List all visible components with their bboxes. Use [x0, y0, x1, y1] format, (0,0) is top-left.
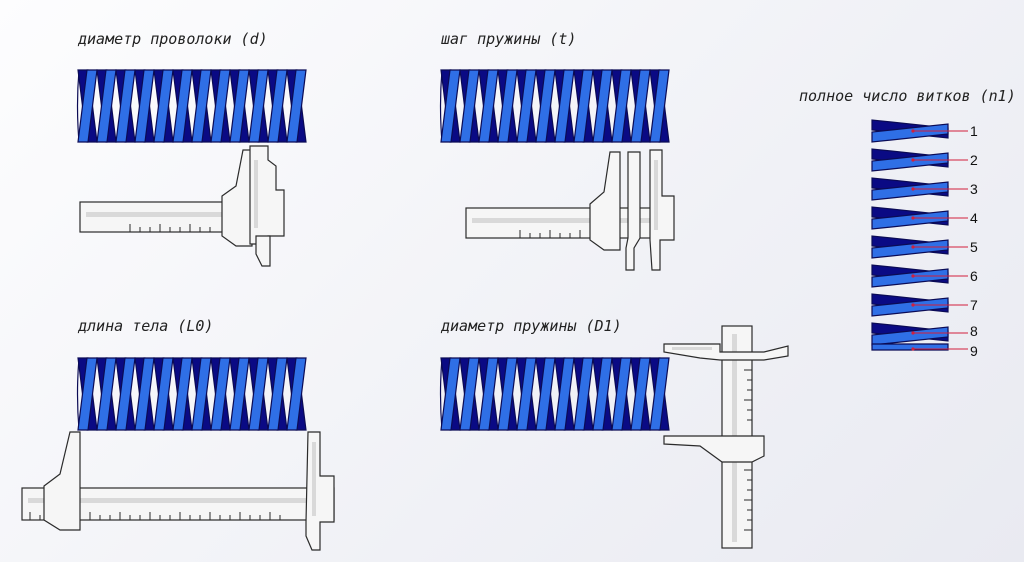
panel-total-turns: полное число витков (n1) 1 2 3 4 5 6 7 8: [799, 87, 1016, 359]
spring-horizontal: [76, 357, 307, 431]
turn-number: 2: [970, 152, 978, 168]
caliper-illustration: [21, 431, 335, 551]
spring-horizontal: [439, 69, 670, 143]
turn-number: 4: [970, 210, 978, 226]
label-spring-diameter: диаметр пружины (D1): [440, 317, 622, 335]
caliper-illustration: [79, 145, 285, 267]
turn-markers: [913, 130, 968, 350]
turn-number: 1: [970, 123, 978, 139]
panel-body-length: длина тела (L0): [21, 317, 335, 551]
turn-number: 6: [970, 268, 978, 284]
spring-vertical: [871, 119, 949, 351]
panel-wire-diameter: диаметр проволоки (d): [76, 30, 307, 267]
caliper-illustration: [663, 325, 789, 549]
label-pitch: шаг пружины (t): [441, 30, 576, 48]
spring-horizontal: [439, 357, 670, 431]
turn-number: 8: [970, 323, 978, 339]
panel-pitch: шаг пружины (t): [439, 30, 675, 271]
turn-number: 9: [970, 343, 978, 359]
turn-number: 7: [970, 297, 978, 313]
turn-marker-dots: [911, 129, 915, 351]
caliper-illustration: [465, 149, 675, 271]
panel-spring-diameter: диаметр пружины (D1): [439, 317, 789, 549]
turn-number: 3: [970, 181, 978, 197]
label-wire-diameter: диаметр проволоки (d): [77, 30, 268, 48]
turn-number: 5: [970, 239, 978, 255]
spring-horizontal: [76, 69, 307, 143]
label-total-turns: полное число витков (n1): [799, 87, 1016, 105]
label-body-length: длина тела (L0): [77, 317, 213, 335]
